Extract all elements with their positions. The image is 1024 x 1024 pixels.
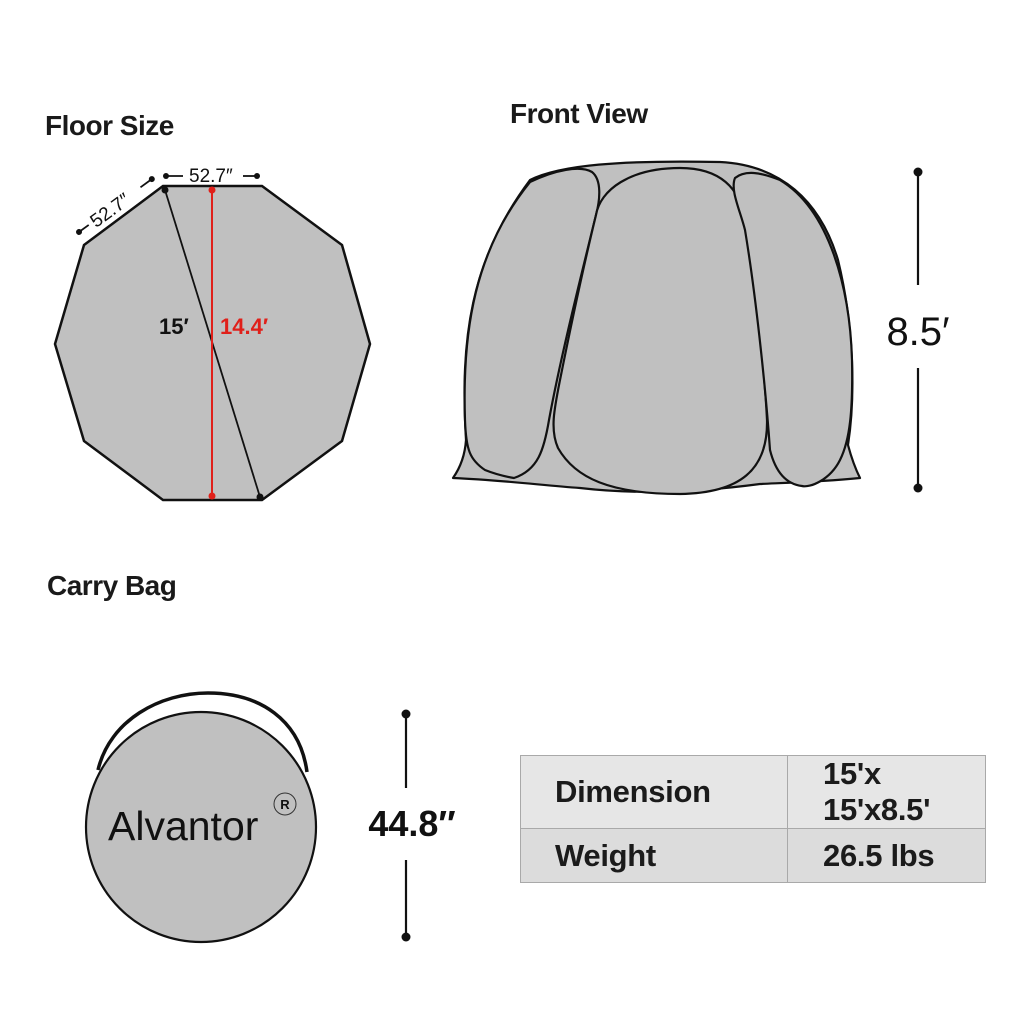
weight-value: 26.5 lbs [787, 828, 986, 883]
top-edge-dimension: 52.7″ [163, 166, 260, 187]
dimension-value: 15'x 15'x8.5' [787, 755, 986, 829]
bag-body [84, 710, 318, 944]
diagonal-endpoint-top [161, 186, 169, 194]
bag-strap [96, 691, 309, 773]
carry-bag-diagram: Alvantor R [84, 691, 318, 944]
tent-height-label: 8.5′ [886, 310, 949, 354]
registered-mark: R [280, 797, 290, 812]
front-view-title: Front View [510, 98, 648, 129]
bag-brand-label: Alvantor [108, 803, 258, 849]
table-row-dimension: Dimension 15'x 15'x8.5' [520, 755, 986, 829]
flat-to-flat-endpoint-bottom [208, 492, 216, 500]
weight-label: Weight [520, 828, 788, 883]
top-edge-label: 52.7″ [189, 166, 233, 187]
flat-to-flat-endpoint-top [208, 186, 216, 194]
carry-bag-title: Carry Bag [47, 570, 177, 601]
floor-plan-diagram: 15′ 14.4′ 52.7″ 52.7″ [53, 166, 372, 502]
tent-height-dimension: 8.5′ [886, 167, 950, 493]
table-row-weight: Weight 26.5 lbs [520, 828, 986, 883]
dimension-label: Dimension [520, 755, 788, 829]
floor-size-title: Floor Size [45, 110, 174, 141]
flat-to-flat-label: 14.4′ [220, 314, 268, 339]
specs-table: Dimension 15'x 15'x8.5' Weight 26.5 lbs [520, 755, 986, 883]
bag-length-dimension: 44.8′′ [368, 709, 456, 942]
diagonal-label: 15′ [159, 314, 189, 339]
bag-length-label: 44.8′′ [368, 803, 455, 844]
tent-right-panel [732, 171, 854, 488]
tent-front-view [451, 160, 862, 496]
registered-mark-circle [273, 792, 297, 816]
tent-center-panel [552, 166, 769, 496]
tent-left-panel [463, 167, 601, 480]
diagonal-endpoint-bottom [256, 493, 264, 501]
